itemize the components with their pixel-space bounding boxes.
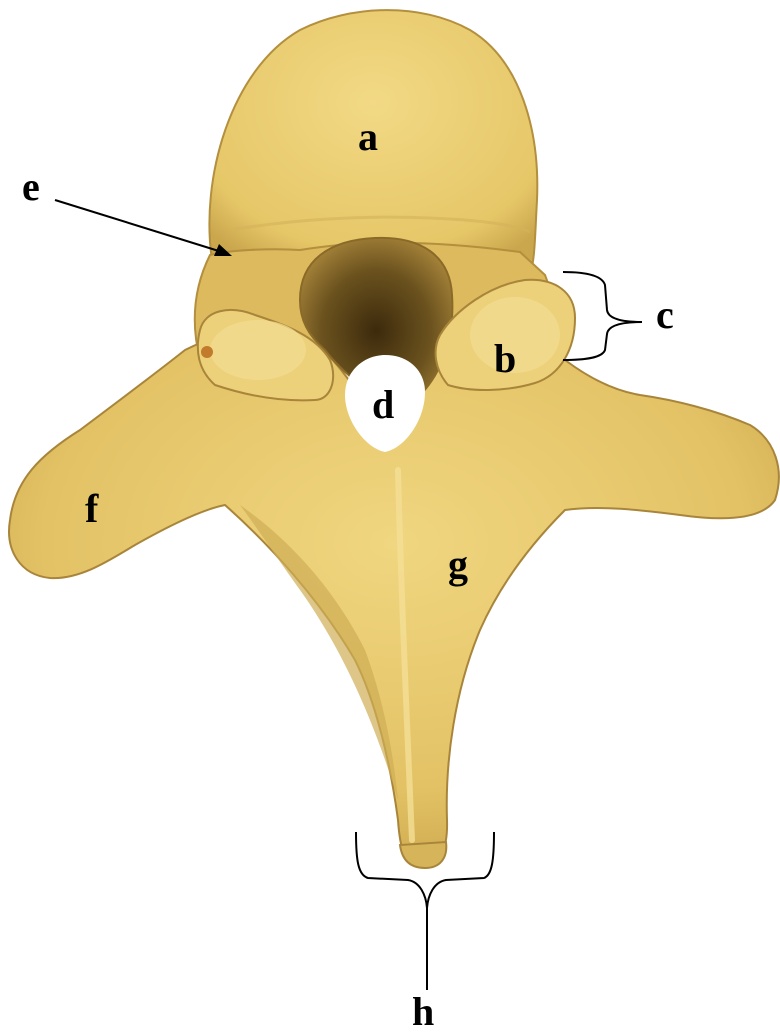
label-g: g [448,542,468,587]
left-articular-mark [201,346,213,358]
label-h: h [412,989,434,1032]
left-articular-facet [210,320,306,380]
label-a: a [358,114,378,159]
label-b: b [494,336,516,381]
label-c: c [656,292,674,337]
label-f: f [85,486,99,531]
label-d: d [372,382,394,427]
label-e: e [22,164,40,209]
arrow-e [55,200,232,256]
spinous-tip [400,842,446,868]
